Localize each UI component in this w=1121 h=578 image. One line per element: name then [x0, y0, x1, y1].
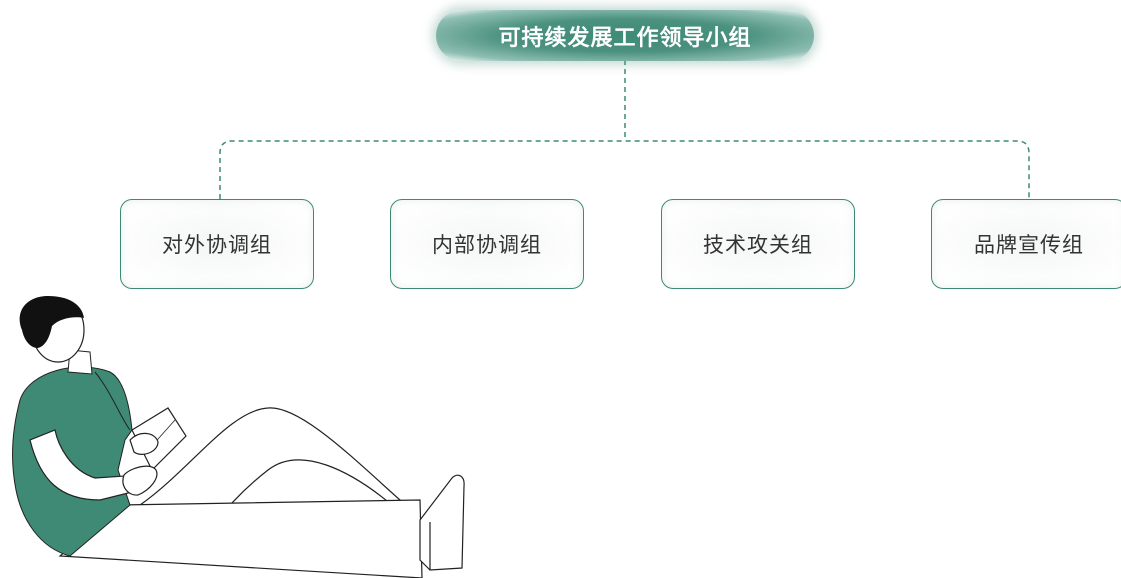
- node-internal-coordination: 内部协调组: [390, 199, 584, 289]
- person-reading-book-icon: [12, 296, 465, 578]
- node-label: 技术攻关组: [703, 233, 813, 257]
- node-label: 对外协调组: [162, 233, 272, 257]
- node-label: 内部协调组: [432, 233, 542, 257]
- node-technical-research: 技术攻关组: [661, 199, 855, 289]
- node-brand-promotion: 品牌宣传组: [931, 199, 1121, 289]
- root-node: 可持续发展工作领导小组: [436, 10, 814, 61]
- node-label: 品牌宣传组: [974, 233, 1084, 257]
- root-label: 可持续发展工作领导小组: [498, 25, 752, 51]
- branch-bar: [219, 140, 1030, 199]
- node-external-coordination: 对外协调组: [120, 199, 314, 289]
